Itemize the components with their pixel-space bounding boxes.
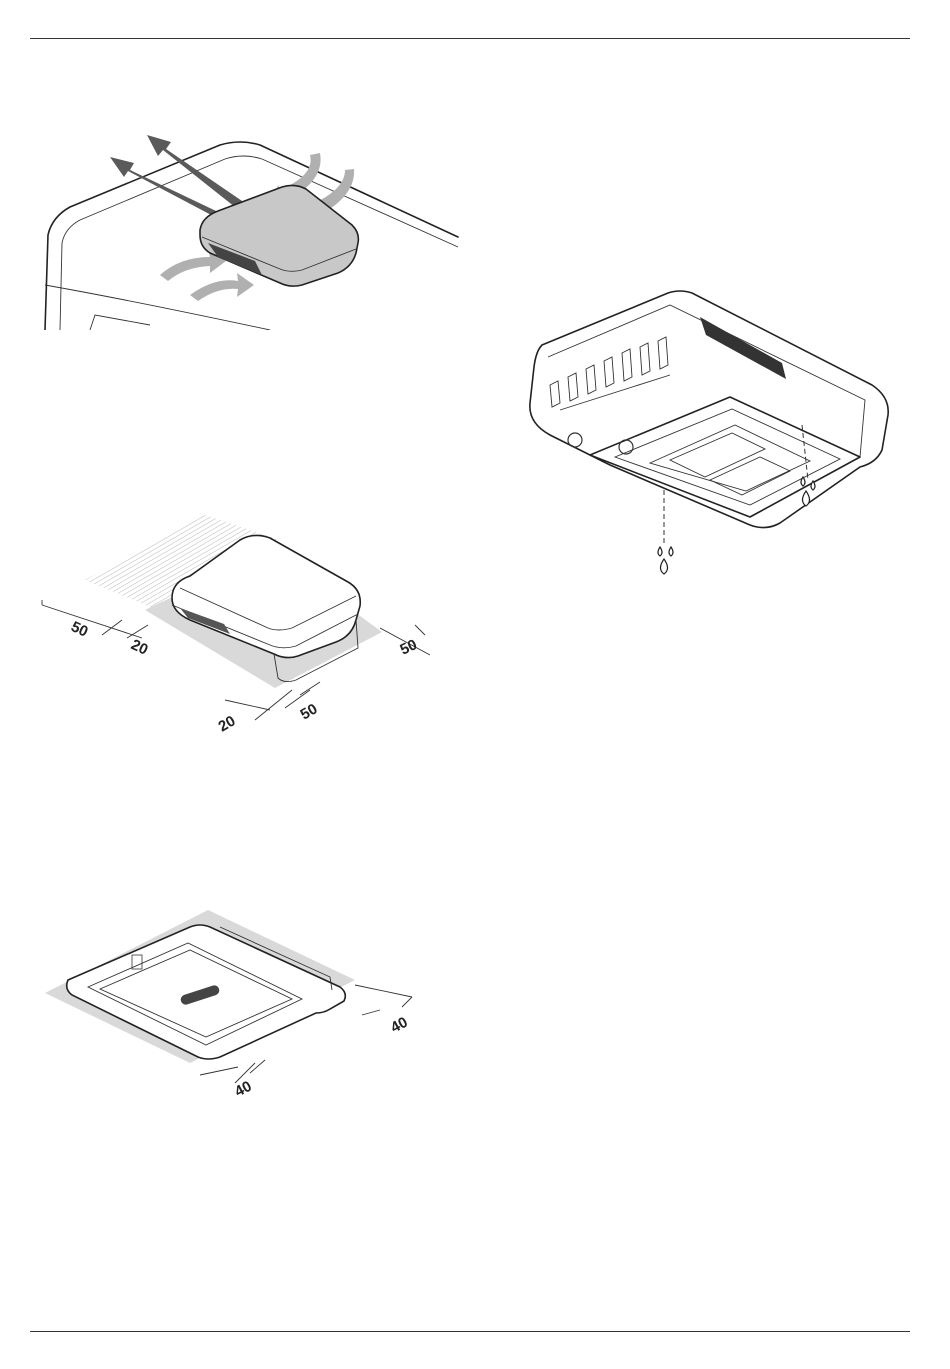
clearance-label-right-40: 40 xyxy=(388,1014,411,1037)
ac-unit-underside-icon xyxy=(530,291,888,528)
clearance-label-front-40: 40 xyxy=(232,1078,255,1101)
clearance-label-front-20: 20 xyxy=(216,712,239,735)
condensate-drain-illustration xyxy=(520,285,900,585)
header-rule xyxy=(30,38,910,39)
interior-panel-icon xyxy=(67,925,346,1059)
clearance-label-left-20: 20 xyxy=(128,636,150,658)
footer-rule xyxy=(30,1331,910,1332)
airflow-illustration xyxy=(40,125,470,335)
clearance-label-left-50: 50 xyxy=(68,618,90,640)
clearance-diagram-top: 50 20 50 20 50 xyxy=(30,510,470,750)
clearance-label-front-50: 50 xyxy=(298,700,321,723)
clearance-diagram-bottom: 40 40 xyxy=(40,905,440,1105)
